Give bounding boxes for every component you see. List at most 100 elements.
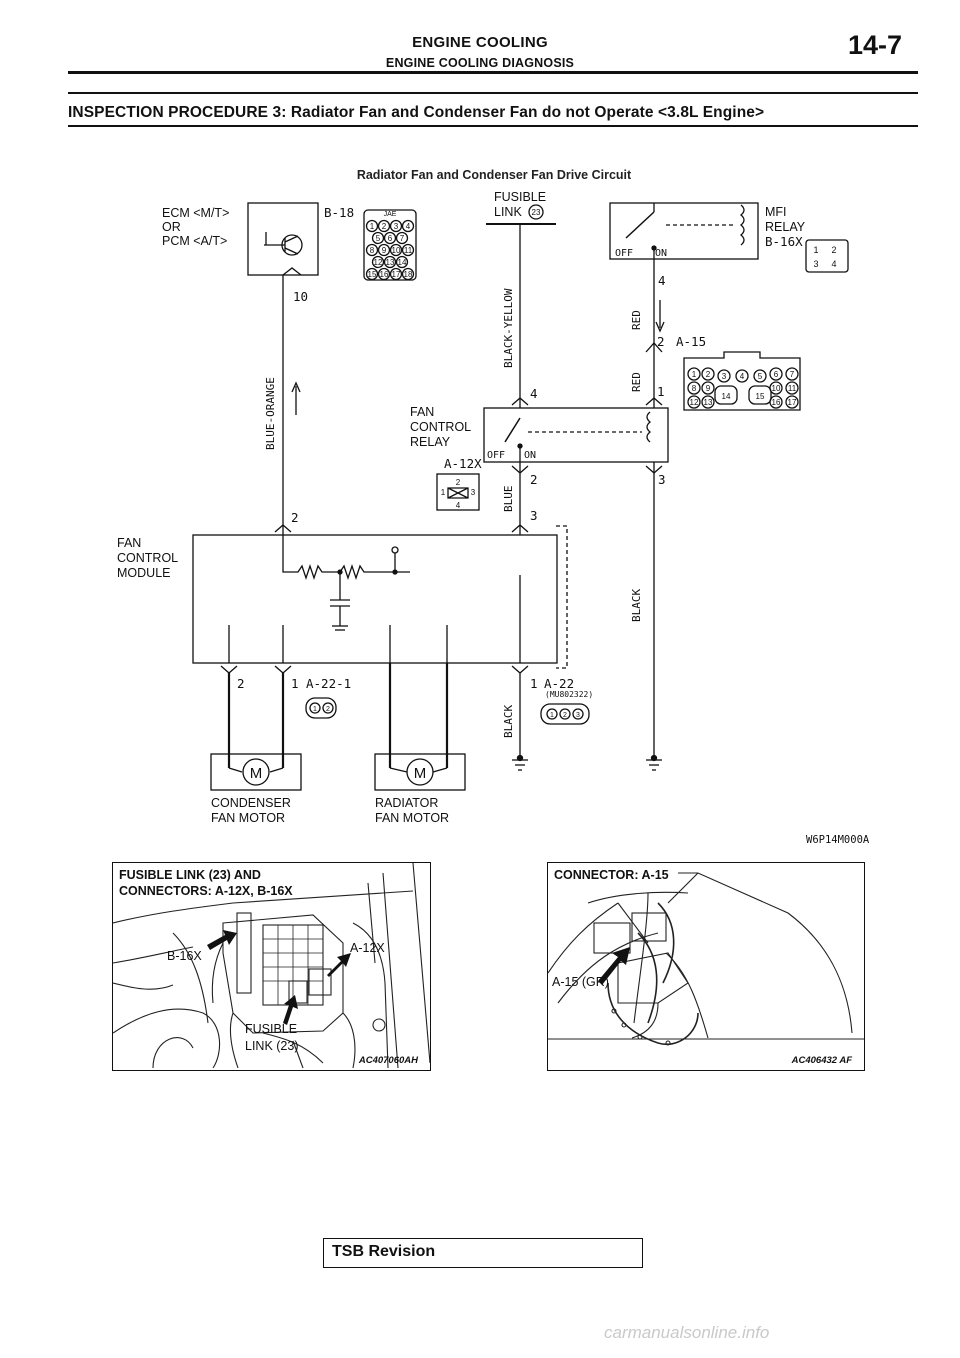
photo-fusible-link-connectors: FUSIBLE LINK (23) AND CONNECTORS: A-12X,… bbox=[112, 862, 431, 1071]
wire-label-black-yellow: BLACK-YELLOW bbox=[502, 288, 515, 368]
svg-text:2: 2 bbox=[326, 706, 330, 713]
svg-text:1: 1 bbox=[313, 706, 317, 713]
condenser-motor-label-2: FAN MOTOR bbox=[211, 811, 285, 825]
wire-label-red-lower: RED bbox=[630, 372, 643, 392]
photo-connector-a15: CONNECTOR: A-15 A-15 (GR) AC406432 AF bbox=[547, 862, 865, 1071]
drawing-code: W6P14M000A bbox=[806, 834, 870, 846]
svg-text:13: 13 bbox=[386, 258, 395, 267]
mfi-switch-off: OFF bbox=[615, 248, 633, 259]
svg-text:14: 14 bbox=[398, 258, 407, 267]
mfi-pin: 4 bbox=[658, 273, 666, 288]
svg-text:4: 4 bbox=[406, 222, 411, 231]
svg-text:15: 15 bbox=[756, 392, 765, 401]
svg-text:3: 3 bbox=[813, 259, 818, 269]
module-pin-signal: 2 bbox=[291, 510, 299, 525]
subsection-title: ENGINE COOLING DIAGNOSIS bbox=[385, 56, 575, 70]
svg-text:6: 6 bbox=[388, 234, 393, 243]
svg-text:12: 12 bbox=[374, 258, 383, 267]
ecm-label-3: PCM <A/T> bbox=[162, 234, 227, 248]
fan-relay-label-3: RELAY bbox=[410, 435, 451, 449]
photo-right-illustration bbox=[548, 872, 864, 1046]
fan-relay-coil bbox=[646, 411, 652, 443]
wiring-diagram: Radiator Fan and Condenser Fan Drive Cir… bbox=[117, 168, 870, 846]
photo-right-code: AC406432 AF bbox=[791, 1055, 852, 1066]
svg-text:4: 4 bbox=[831, 259, 836, 269]
wire-label-red-upper: RED bbox=[630, 310, 643, 330]
tsb-revision-box: TSB Revision bbox=[323, 1238, 643, 1268]
header-rule bbox=[68, 71, 918, 74]
svg-text:15: 15 bbox=[368, 270, 377, 279]
callout-b16x: B-16X bbox=[167, 949, 202, 963]
svg-text:6: 6 bbox=[774, 370, 779, 379]
svg-text:8: 8 bbox=[370, 246, 375, 255]
callout-fusible-2: LINK (23) bbox=[245, 1039, 299, 1053]
ecm-pin: 10 bbox=[293, 289, 308, 304]
fan-relay-connector-icon bbox=[436, 473, 480, 511]
fusible-link-number: 23 bbox=[532, 208, 541, 217]
svg-text:2: 2 bbox=[706, 370, 711, 379]
svg-text:3: 3 bbox=[722, 372, 727, 381]
fan-relay-switch-on: ON bbox=[524, 450, 536, 461]
svg-text:16: 16 bbox=[380, 270, 389, 279]
radiator-motor-label-1: RADIATOR bbox=[375, 796, 438, 810]
ecm-connector-brand: JAE bbox=[384, 211, 397, 218]
diagram-title: Radiator Fan and Condenser Fan Drive Cir… bbox=[357, 168, 632, 182]
callout-a12x: A-12X bbox=[350, 941, 385, 955]
photo-left-caption-1: FUSIBLE LINK (23) AND bbox=[119, 868, 261, 882]
fan-relay-pin-out: 2 bbox=[530, 472, 538, 487]
svg-text:2: 2 bbox=[382, 222, 387, 231]
fan-relay-label-2: CONTROL bbox=[410, 420, 471, 434]
radiator-motor-m: M bbox=[414, 765, 427, 782]
module-pin-power: 3 bbox=[530, 508, 538, 523]
fan-relay-label-1: FAN bbox=[410, 405, 434, 419]
fan-relay-pin-coil: 3 bbox=[658, 472, 666, 487]
mfi-relay-label-1: MFI bbox=[765, 205, 787, 219]
svg-text:4: 4 bbox=[456, 501, 461, 510]
fusible-link-number-badge bbox=[528, 204, 544, 220]
ecm-label-2: OR bbox=[162, 220, 181, 234]
ecm-box bbox=[247, 202, 319, 276]
svg-text:7: 7 bbox=[400, 234, 405, 243]
svg-text:2: 2 bbox=[831, 245, 836, 255]
tsb-revision-label: TSB Revision bbox=[332, 1243, 436, 1260]
svg-text:18: 18 bbox=[404, 270, 413, 279]
radiator-motor-box bbox=[374, 753, 466, 791]
a22-1-connector-label: A-22-1 bbox=[306, 676, 351, 691]
svg-text:9: 9 bbox=[706, 384, 711, 393]
fan-relay-box bbox=[483, 407, 669, 463]
radiator-motor-label-2: FAN MOTOR bbox=[375, 811, 449, 825]
fan-control-module-box bbox=[192, 534, 558, 664]
radiator-motor-symbol bbox=[406, 758, 434, 786]
a15-pin-lower: 1 bbox=[657, 384, 665, 399]
wire-label-black-right: BLACK bbox=[630, 589, 643, 622]
mfi-relay-box bbox=[609, 202, 759, 260]
callout-fusible-1: FUSIBLE bbox=[245, 1022, 298, 1036]
svg-text:2: 2 bbox=[456, 478, 461, 487]
module-label-1: FAN bbox=[117, 536, 141, 550]
svg-text:3: 3 bbox=[394, 222, 399, 231]
svg-text:14: 14 bbox=[722, 392, 731, 401]
page-number: 14-7 bbox=[847, 30, 902, 60]
svg-text:11: 11 bbox=[788, 384, 797, 393]
ecm-connector-label: B-18 bbox=[324, 205, 354, 220]
fan-relay-connector-label: A-12X bbox=[444, 456, 482, 471]
a22-1-pin-2: 2 bbox=[237, 676, 245, 691]
procedure-bottom-rule bbox=[68, 125, 918, 127]
svg-text:5: 5 bbox=[376, 234, 381, 243]
svg-text:17: 17 bbox=[392, 270, 401, 279]
mfi-relay-coil bbox=[739, 204, 745, 246]
svg-text:8: 8 bbox=[692, 384, 697, 393]
a15-connector-label: A-15 bbox=[676, 334, 706, 349]
svg-text:10: 10 bbox=[392, 246, 401, 255]
a22-1-connector-icon bbox=[305, 697, 337, 719]
condenser-motor-label-1: CONDENSER bbox=[211, 796, 291, 810]
condenser-motor-box bbox=[210, 753, 302, 791]
wire-label-blue-orange: BLUE-ORANGE bbox=[264, 377, 277, 450]
module-label-3: MODULE bbox=[117, 566, 170, 580]
fusible-link-label-1: FUSIBLE bbox=[494, 190, 546, 204]
a22-part-number: (MU802322) bbox=[545, 690, 593, 699]
callout-a15: A-15 (GR) bbox=[552, 975, 609, 989]
photo-left-illustration bbox=[113, 863, 430, 1069]
